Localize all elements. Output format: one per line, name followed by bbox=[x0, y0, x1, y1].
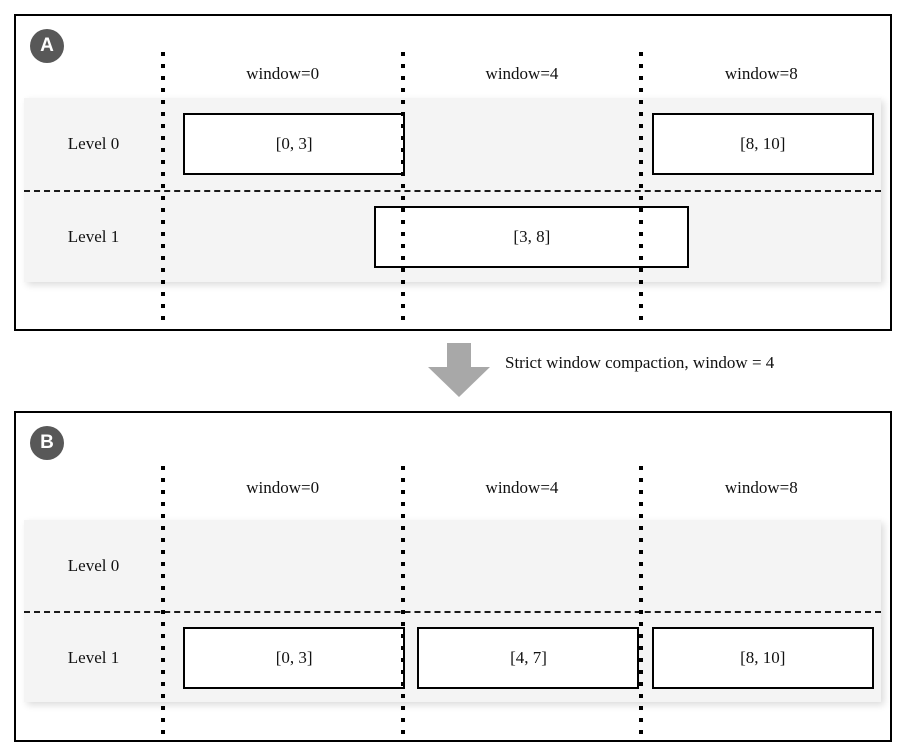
panel-a: A window=0 window=4 window=8 Level 0 [0,… bbox=[14, 14, 892, 331]
panel-a-column-headers: window=0 window=4 window=8 bbox=[163, 56, 881, 92]
panel-a-levels-band: Level 0 [0, 3] [8, 10] Level 1 [3, 8] bbox=[24, 98, 881, 282]
level-label-0: Level 0 bbox=[67, 134, 120, 153]
level-label-1: Level 1 bbox=[67, 647, 120, 667]
cell-window-8: [8, 10] bbox=[646, 613, 880, 702]
interval-box[interactable]: [8, 10] bbox=[651, 626, 874, 689]
cell-window-0: [0, 3] bbox=[177, 98, 411, 190]
interval-box[interactable]: [3, 8] bbox=[374, 206, 690, 268]
column-header-window-0: window=0 bbox=[246, 478, 320, 497]
cell-window-8 bbox=[646, 192, 880, 282]
cell-window-4: [3, 8] bbox=[374, 192, 690, 282]
transition-row: Strict window compaction, window = 4 bbox=[0, 340, 906, 402]
panel-a-level-0-row: Level 0 [0, 3] [8, 10] bbox=[24, 98, 881, 190]
cell-window-0 bbox=[177, 520, 411, 611]
down-arrow-icon bbox=[428, 343, 490, 397]
panel-a-badge: A bbox=[30, 29, 64, 63]
panel-a-level-1-row: Level 1 [3, 8] bbox=[24, 190, 881, 282]
panel-a-level-0-track: [0, 3] [8, 10] bbox=[177, 98, 880, 190]
interval-box[interactable]: [8, 10] bbox=[651, 113, 874, 175]
cell-window-4: [4, 7] bbox=[411, 613, 645, 702]
cell-window-4 bbox=[411, 520, 645, 611]
panel-b: B window=0 window=4 window=8 Level 0 Lev… bbox=[14, 411, 892, 742]
column-header-window-4: window=4 bbox=[485, 478, 559, 497]
window-divider-0 bbox=[161, 466, 165, 738]
panel-b-level-1-row: Level 1 [0, 3] [4, 7] [8, 10] bbox=[24, 611, 881, 702]
window-divider-1 bbox=[401, 52, 405, 328]
level-label-0: Level 0 bbox=[67, 555, 120, 575]
panel-b-column-headers: window=0 window=4 window=8 bbox=[163, 470, 881, 506]
arrow-head bbox=[428, 367, 490, 397]
column-header-window-4: window=4 bbox=[485, 64, 559, 83]
window-divider-2 bbox=[639, 466, 643, 738]
window-divider-1 bbox=[401, 466, 405, 738]
interval-box[interactable]: [0, 3] bbox=[183, 113, 406, 175]
interval-box[interactable]: [4, 7] bbox=[417, 626, 640, 689]
column-header-window-8: window=8 bbox=[724, 478, 798, 497]
cell-window-8: [8, 10] bbox=[646, 98, 880, 190]
window-divider-2 bbox=[639, 52, 643, 328]
panel-b-level-0-track bbox=[177, 520, 880, 611]
panel-a-level-1-track: [3, 8] bbox=[177, 192, 880, 282]
transition-caption: Strict window compaction, window = 4 bbox=[505, 353, 775, 372]
level-label-1: Level 1 bbox=[67, 227, 120, 246]
cell-window-8 bbox=[646, 520, 880, 611]
arrow-shaft bbox=[447, 343, 471, 369]
panel-b-level-1-track: [0, 3] [4, 7] [8, 10] bbox=[177, 613, 880, 702]
column-header-window-0: window=0 bbox=[246, 64, 320, 83]
cell-window-4 bbox=[411, 98, 645, 190]
cell-window-0: [0, 3] bbox=[177, 613, 411, 702]
column-header-window-8: window=8 bbox=[724, 64, 798, 83]
panel-b-badge: B bbox=[30, 426, 64, 460]
panel-b-levels-band: Level 0 Level 1 [0, 3] [4, 7] [8, 10] bbox=[24, 520, 881, 702]
interval-box[interactable]: [0, 3] bbox=[183, 626, 406, 689]
panel-b-level-0-row: Level 0 bbox=[24, 520, 881, 611]
window-divider-0 bbox=[161, 52, 165, 328]
